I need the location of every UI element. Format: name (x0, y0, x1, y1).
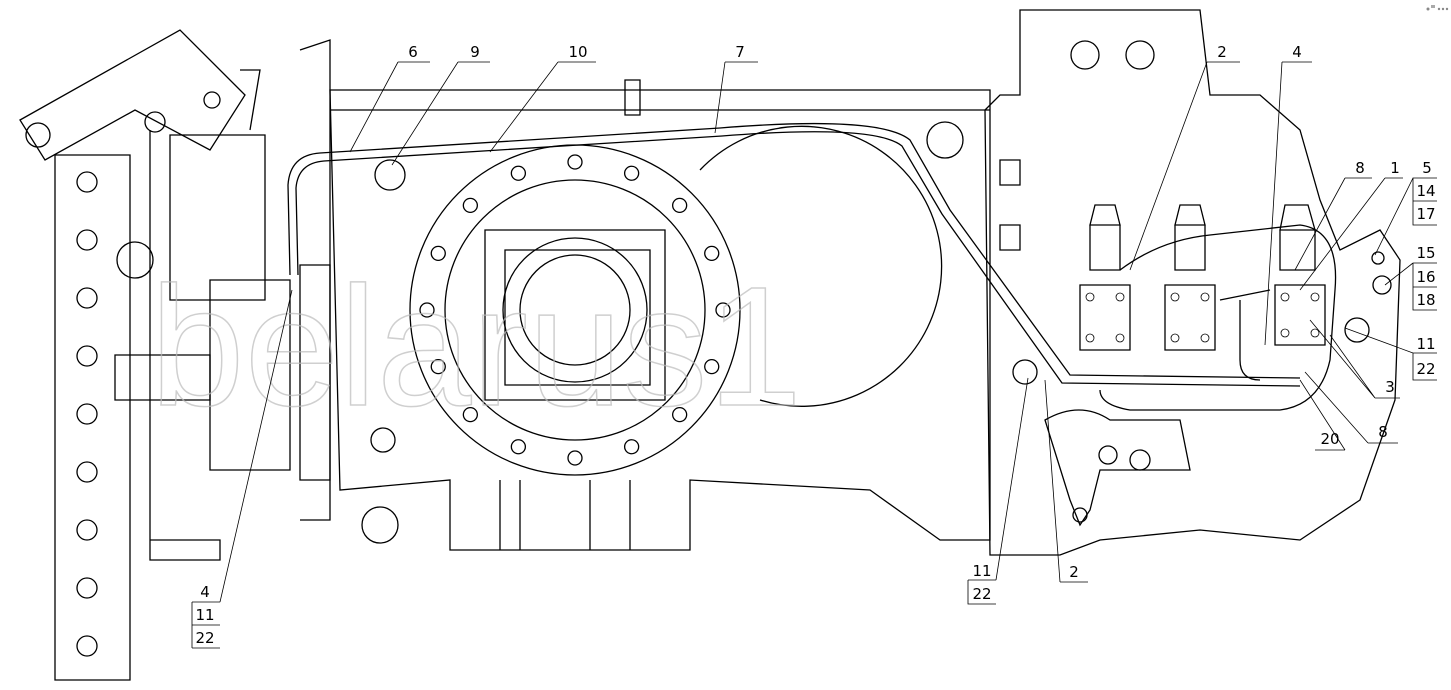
hitch-hole (76, 287, 98, 309)
hitch-hole (76, 171, 98, 193)
callout-10: 10 (568, 43, 587, 61)
corner-toolbar-icon[interactable] (1426, 5, 1449, 11)
callout-22-right: 22 (1416, 360, 1435, 378)
callout-5: 5 (1422, 159, 1432, 177)
callout-22-left: 22 (195, 629, 214, 647)
callouts: 6 9 10 7 2 4 8 1 5 14 17 15 16 18 11 22 … (191, 43, 1437, 649)
hitch-hole (76, 403, 98, 425)
callout-4-left: 4 (200, 583, 210, 601)
callout-9: 9 (470, 43, 480, 61)
callout-11-left: 11 (195, 606, 214, 624)
flange-bolt (623, 165, 640, 181)
callout-17: 17 (1416, 205, 1435, 223)
flange-bolt (567, 154, 583, 170)
callout-11-bottom: 11 (972, 562, 991, 580)
flange-bolt (510, 165, 527, 181)
callout-8-upper: 8 (1355, 159, 1365, 177)
watermark: belarus1 (150, 252, 802, 442)
flange-bolt (430, 245, 446, 262)
flange-bolt (672, 407, 688, 423)
hitch-hole (76, 635, 98, 657)
callout-14: 14 (1416, 182, 1435, 200)
flange-bolt (430, 358, 446, 375)
hitch-hole (76, 577, 98, 599)
callout-6: 6 (408, 43, 418, 61)
hitch-hole (76, 229, 98, 251)
callout-11-right: 11 (1416, 335, 1435, 353)
callout-16: 16 (1416, 268, 1435, 286)
callout-20: 20 (1320, 430, 1339, 448)
flange-bolt (567, 450, 583, 466)
callout-7: 7 (735, 43, 745, 61)
flange-bolt (462, 197, 478, 213)
callout-22-bottom: 22 (972, 585, 991, 603)
hydraulic-pipes (287, 122, 1337, 411)
callout-15: 15 (1416, 244, 1435, 262)
callout-2-bottom: 2 (1069, 563, 1079, 581)
flange-bolt (419, 302, 435, 318)
flange-bolt (510, 439, 527, 455)
hitch-hole (76, 461, 98, 483)
right-housing (984, 9, 1401, 556)
hitch-hole (76, 345, 98, 367)
callout-8-lower: 8 (1378, 423, 1388, 441)
callout-2-top: 2 (1217, 43, 1227, 61)
callout-4-top: 4 (1292, 43, 1302, 61)
flange-bolt (704, 245, 720, 262)
callout-1: 1 (1390, 159, 1400, 177)
flange-bolt (462, 407, 478, 423)
flange-bolt (704, 358, 720, 375)
callout-18: 18 (1416, 291, 1435, 309)
flange-bolt (672, 197, 688, 213)
hitch-arm (19, 29, 331, 681)
flange-bolt (623, 439, 640, 455)
center-housing (329, 79, 991, 551)
callout-3: 3 (1385, 378, 1395, 396)
flange-bolt (715, 302, 731, 318)
hitch-hole (76, 519, 98, 541)
